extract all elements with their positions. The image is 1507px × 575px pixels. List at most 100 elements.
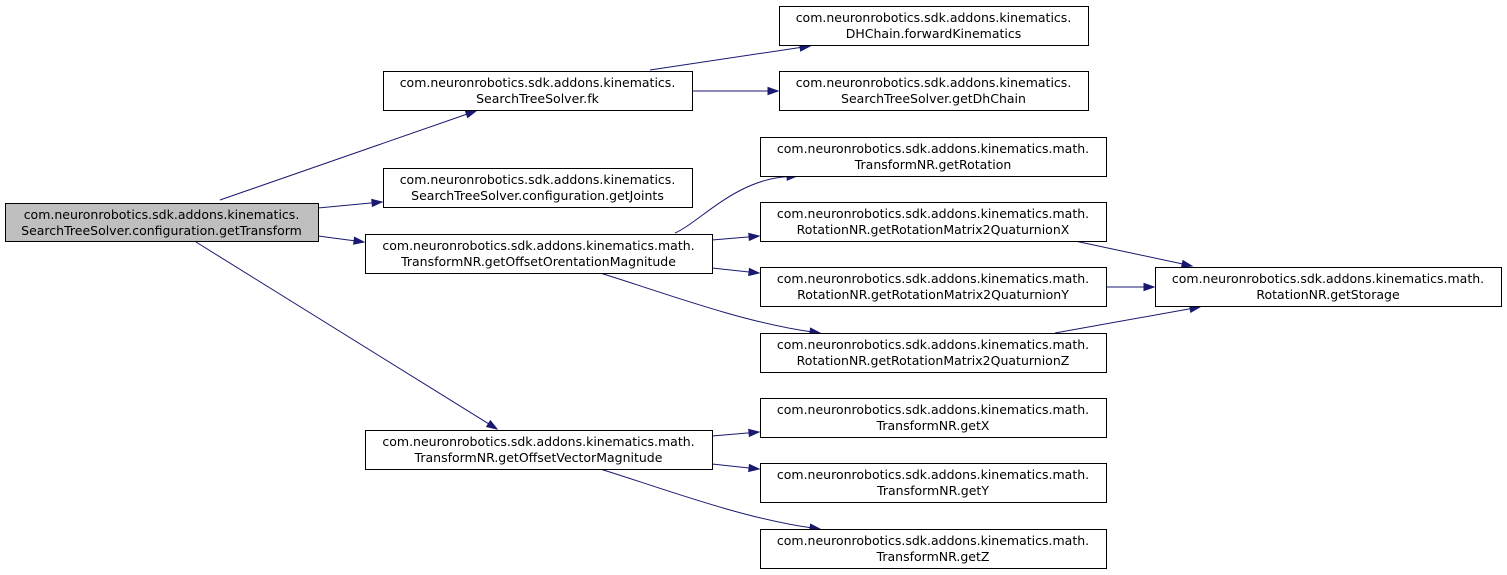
node-label-line1: com.neuronrobotics.sdk.addons.kinematics… <box>400 75 676 90</box>
node-label-line2: RotationNR.getRotationMatrix2QuaturnionZ <box>797 353 1070 368</box>
node-label-line2: DHChain.forwardKinematics <box>846 26 1022 41</box>
edge-line <box>599 272 811 333</box>
node-forwardKinematics[interactable]: com.neuronrobotics.sdk.addons.kinematics… <box>779 6 1089 46</box>
node-label-line1: com.neuronrobotics.sdk.addons.kinematics… <box>777 337 1089 352</box>
edge-root-to-getJoints <box>317 198 384 209</box>
node-box <box>760 333 1107 373</box>
edge-line <box>219 113 467 201</box>
node-label-line1: com.neuronrobotics.sdk.addons.kinematics… <box>382 238 694 253</box>
node-label-line2: RotationNR.getStorage <box>1256 287 1400 302</box>
arrowhead <box>353 236 366 245</box>
edge-line <box>1054 308 1191 334</box>
node-label-line1: com.neuronrobotics.sdk.addons.kinematics… <box>777 533 1089 548</box>
node-box <box>760 202 1107 242</box>
edge-root-to-getOffsetOrentationMagnitude <box>317 235 366 245</box>
arrowhead <box>1143 282 1156 292</box>
node-label-line2: TransformNR.getY <box>876 483 989 498</box>
node-getStorage[interactable]: com.neuronrobotics.sdk.addons.kinematics… <box>1155 267 1502 307</box>
edge-quatY-to-getStorage <box>1106 282 1156 292</box>
node-label-line1: com.neuronrobotics.sdk.addons.kinematics… <box>796 10 1072 25</box>
node-getOffsetOrentationMagnitude[interactable]: com.neuronrobotics.sdk.addons.kinematics… <box>365 234 713 274</box>
node-label-line1: com.neuronrobotics.sdk.addons.kinematics… <box>777 206 1089 221</box>
node-box <box>760 463 1107 503</box>
edge-line <box>711 267 750 273</box>
node-box <box>779 71 1089 111</box>
node-box <box>760 529 1107 569</box>
node-root[interactable]: com.neuronrobotics.sdk.addons.kinematics… <box>5 203 319 242</box>
edge-line <box>195 241 489 425</box>
node-getY[interactable]: com.neuronrobotics.sdk.addons.kinematics… <box>760 463 1107 503</box>
node-quatX[interactable]: com.neuronrobotics.sdk.addons.kinematics… <box>760 202 1107 242</box>
node-label-line1: com.neuronrobotics.sdk.addons.kinematics… <box>24 207 300 222</box>
node-label-line1: com.neuronrobotics.sdk.addons.kinematics… <box>777 467 1089 482</box>
node-quatY[interactable]: com.neuronrobotics.sdk.addons.kinematics… <box>760 267 1107 307</box>
node-box <box>5 203 319 242</box>
node-getX[interactable]: com.neuronrobotics.sdk.addons.kinematics… <box>760 398 1107 438</box>
node-getRotation[interactable]: com.neuronrobotics.sdk.addons.kinematics… <box>760 137 1107 177</box>
arrowhead <box>1180 259 1194 268</box>
edge-quatZ-to-getStorage <box>1054 304 1202 334</box>
node-box <box>760 137 1107 177</box>
arrowhead <box>748 463 761 473</box>
edge-quatX-to-getStorage <box>1074 240 1194 268</box>
edge-line <box>674 176 788 234</box>
edge-root-to-getOffsetVectorMagnitude <box>195 241 499 430</box>
node-label-line2: SearchTreeSolver.configuration.getJoints <box>411 188 664 203</box>
edge-getOffsetOrentationMagnitude-to-quatY <box>711 267 761 277</box>
edge-layer <box>195 43 1202 532</box>
edge-line <box>599 468 811 529</box>
node-label-line2: TransformNR.getOffsetVectorMagnitude <box>414 450 663 465</box>
node-label-line2: RotationNR.getRotationMatrix2QuaturnionX <box>797 222 1070 237</box>
edge-line <box>711 463 750 469</box>
node-getJoints[interactable]: com.neuronrobotics.sdk.addons.kinematics… <box>383 168 693 208</box>
node-box <box>760 267 1107 307</box>
node-label-line2: SearchTreeSolver.configuration.getTransf… <box>21 223 302 238</box>
node-label-line2: TransformNR.getZ <box>876 549 990 564</box>
node-getDhChain[interactable]: com.neuronrobotics.sdk.addons.kinematics… <box>779 71 1089 111</box>
node-box <box>383 168 693 208</box>
node-getZ[interactable]: com.neuronrobotics.sdk.addons.kinematics… <box>760 529 1107 569</box>
edge-line <box>649 46 801 71</box>
edge-getOffsetVectorMagnitude-to-getX <box>711 428 761 438</box>
arrowhead <box>464 110 478 119</box>
arrowhead <box>748 267 761 277</box>
node-label-line2: RotationNR.getRotationMatrix2QuaturnionY <box>797 287 1069 302</box>
node-label-line1: com.neuronrobotics.sdk.addons.kinematics… <box>777 271 1089 286</box>
node-label-line1: com.neuronrobotics.sdk.addons.kinematics… <box>796 75 1072 90</box>
edge-getOffsetVectorMagnitude-to-getY <box>711 463 761 473</box>
edge-line <box>711 236 750 241</box>
node-label-line2: SearchTreeSolver.fk <box>476 91 599 106</box>
node-label-line1: com.neuronrobotics.sdk.addons.kinematics… <box>777 141 1089 156</box>
node-label-line2: SearchTreeSolver.getDhChain <box>841 91 1026 106</box>
node-label-line2: TransformNR.getOffsetOrentationMagnitude <box>400 254 676 269</box>
node-box <box>383 71 693 111</box>
node-box <box>779 6 1089 46</box>
node-label-line1: com.neuronrobotics.sdk.addons.kinematics… <box>382 434 694 449</box>
node-box <box>1155 267 1502 307</box>
arrowhead <box>748 232 761 242</box>
arrowhead <box>748 428 761 438</box>
node-quatZ[interactable]: com.neuronrobotics.sdk.addons.kinematics… <box>760 333 1107 373</box>
arrowhead <box>371 198 384 208</box>
node-label-line1: com.neuronrobotics.sdk.addons.kinematics… <box>400 172 676 187</box>
node-label-line2: TransformNR.getRotation <box>854 157 1012 172</box>
node-getOffsetVectorMagnitude[interactable]: com.neuronrobotics.sdk.addons.kinematics… <box>365 430 713 470</box>
node-layer: com.neuronrobotics.sdk.addons.kinematics… <box>5 6 1502 569</box>
node-box <box>760 398 1107 438</box>
arrowhead <box>767 86 780 96</box>
node-label-line1: com.neuronrobotics.sdk.addons.kinematics… <box>1172 271 1484 286</box>
node-fk[interactable]: com.neuronrobotics.sdk.addons.kinematics… <box>383 71 693 111</box>
edge-fk-to-getDhChain <box>692 86 780 96</box>
edge-line <box>317 202 373 209</box>
node-label-line1: com.neuronrobotics.sdk.addons.kinematics… <box>777 402 1089 417</box>
edge-line <box>711 432 750 437</box>
edge-line <box>317 235 355 242</box>
edge-getOffsetOrentationMagnitude-to-quatX <box>711 232 761 242</box>
arrowhead <box>485 419 499 430</box>
node-box <box>365 430 713 470</box>
node-label-line2: TransformNR.getX <box>876 418 990 433</box>
edge-fk-to-forwardKinematics <box>649 43 812 71</box>
node-box <box>365 234 713 274</box>
edge-line <box>1074 240 1183 265</box>
